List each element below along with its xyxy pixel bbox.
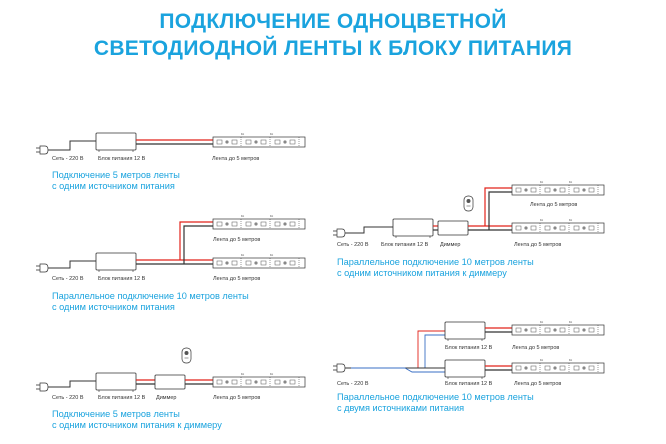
mains-label: Сеть - 220 В (52, 395, 84, 401)
caption-line-2: с одним источником питания к диммеру (52, 420, 222, 430)
plug-icon (35, 145, 55, 155)
caption-line-2: с одним источником питания к диммеру (337, 268, 507, 278)
caption-diagram-1: Подключение 5 метров ленты с одним источ… (52, 170, 180, 192)
psu-label: Блок питания 12 В (98, 156, 146, 162)
diagram-3: Сеть - 220 В Блок питания 12 В Диммер Ле… (35, 347, 306, 401)
mains-label: Сеть - 220 В (52, 156, 84, 162)
strip-label: Лента до 5 метров (514, 381, 561, 387)
strip-label: Лента до 5 метров (213, 276, 260, 282)
caption-diagram-2: Параллельное подключение 10 метров ленты… (52, 291, 249, 313)
led-strip-icon (212, 371, 306, 388)
led-strip-icon (212, 213, 306, 230)
caption-diagram-3: Подключение 5 метров ленты с одним источ… (52, 409, 222, 431)
power-supply-icon (95, 132, 137, 153)
mains-label: Сеть - 220 В (52, 276, 84, 282)
power-supply-icon (444, 359, 486, 380)
psu-label: Блок питания 12 В (445, 381, 493, 387)
dimmer-label: Диммер (156, 395, 176, 401)
dimmer-icon (154, 374, 186, 390)
caption-line-2: с двумя источниками питания (337, 403, 465, 413)
caption-line-1: Параллельное подключение 10 метров ленты (337, 392, 534, 402)
caption-line-1: Параллельное подключение 10 метров ленты (52, 291, 249, 301)
led-strip-icon (511, 357, 605, 374)
psu-label: Блок питания 12 В (381, 242, 429, 248)
strip-label: Лента до 5 метров (530, 202, 577, 208)
plug-icon (332, 228, 352, 238)
psu-label: Блок питания 12 В (98, 395, 146, 401)
led-strip-icon (511, 319, 605, 336)
strip-label: Лента до 5 метров (213, 237, 260, 243)
diagram-5: Блок питания 12 В Лента до 5 метров Сеть… (332, 319, 605, 387)
dimmer-icon (437, 220, 469, 236)
caption-line-1: Подключение 5 метров ленты (52, 409, 180, 419)
page-title-line-2: СВЕТОДИОДНОЙ ЛЕНТЫ К БЛОКУ ПИТАНИЯ (93, 37, 573, 60)
caption-line-2: с одним источником питания (52, 302, 175, 312)
remote-control-icon (463, 195, 474, 212)
strip-label: Лента до 5 метров (512, 345, 559, 351)
caption-diagram-5: Параллельное подключение 10 метров ленты… (337, 392, 534, 414)
power-supply-icon (95, 372, 137, 393)
diagram-1: Сеть - 220 В Блок питания 12 В Лента до … (35, 131, 306, 162)
dimmer-label: Диммер (440, 242, 460, 248)
caption-diagram-4: Параллельное подключение 10 метров ленты… (337, 257, 534, 279)
led-strip-icon (212, 252, 306, 269)
plug-icon (332, 363, 352, 373)
strip-label: Лента до 5 метров (213, 395, 260, 401)
plug-icon (35, 382, 55, 392)
strip-label: Лента до 5 метров (212, 156, 259, 162)
mains-label: Сеть - 220 В (337, 242, 369, 248)
power-supply-icon (392, 218, 434, 239)
psu-label: Блок питания 12 В (445, 345, 493, 351)
led-strip-icon (511, 179, 605, 196)
led-strip-icon (511, 217, 605, 234)
power-supply-icon (95, 252, 137, 273)
mains-label: Сеть - 220 В (337, 381, 369, 387)
caption-line-1: Параллельное подключение 10 метров ленты (337, 257, 534, 267)
diagram-4: Лента до 5 метров Сеть - 220 В Блок пита… (332, 179, 605, 248)
caption-line-2: с одним источником питания (52, 181, 175, 191)
power-supply-icon (444, 321, 486, 342)
led-strip-icon (212, 131, 306, 148)
page-title-line-1: ПОДКЛЮЧЕНИЕ ОДНОЦВЕТНОЙ (159, 10, 507, 33)
diagram-2: Лента до 5 метров Сеть - 220 В Блок пита… (35, 213, 306, 282)
caption-line-1: Подключение 5 метров ленты (52, 170, 180, 180)
remote-control-icon (181, 347, 192, 364)
strip-label: Лента до 5 метров (514, 242, 561, 248)
psu-label: Блок питания 12 В (98, 276, 146, 282)
plug-icon (35, 263, 55, 273)
